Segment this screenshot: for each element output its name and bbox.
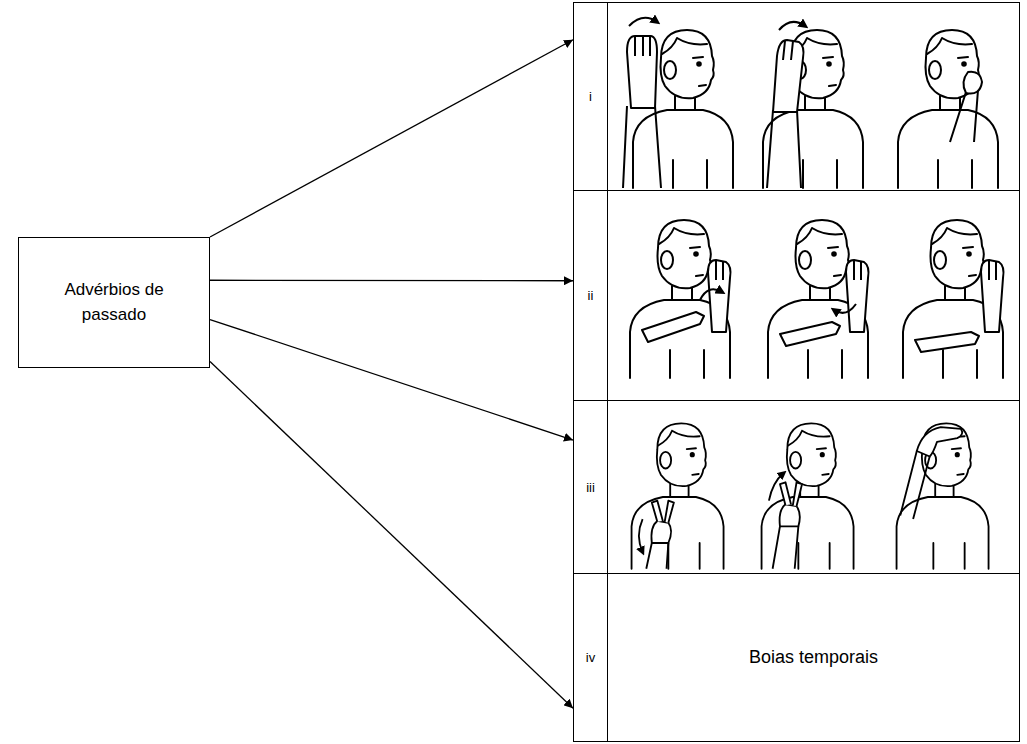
sign-figure [903, 220, 1004, 378]
sign-figure [768, 220, 869, 378]
arrow-connector [210, 280, 573, 282]
row-content-cell: Boias temporais [608, 574, 1019, 741]
sign-figure [763, 22, 863, 188]
row-number-cell: iii [574, 401, 608, 573]
row-number-cell: i [574, 3, 608, 190]
row-number: i [589, 89, 592, 104]
arrow-connector [210, 361, 573, 708]
box-label: Advérbios de passado [52, 278, 177, 327]
row-content-cell [608, 3, 1019, 190]
arrow-connector [210, 40, 573, 237]
row-number-cell: ii [574, 191, 608, 400]
sign-figure [762, 423, 854, 568]
table-row: iv Boias temporais [573, 573, 1020, 742]
sign-figure [632, 423, 724, 568]
sign-figure [897, 423, 989, 568]
row-number: iii [586, 480, 595, 495]
row-content-cell [608, 191, 1019, 400]
category-box: Advérbios de passado [18, 237, 210, 368]
sign-figure [623, 18, 733, 188]
row-content-cell [608, 401, 1019, 573]
table-row: ii [573, 190, 1020, 401]
table-row: iii [573, 400, 1020, 574]
row-number: ii [588, 288, 594, 303]
row-number: iv [586, 650, 595, 665]
sign-figure [630, 220, 731, 378]
arrow-connector [210, 320, 573, 440]
table-row: i [573, 2, 1020, 191]
row-number-cell: iv [574, 574, 608, 741]
row-text: Boias temporais [749, 647, 878, 668]
sign-figure [898, 30, 998, 188]
